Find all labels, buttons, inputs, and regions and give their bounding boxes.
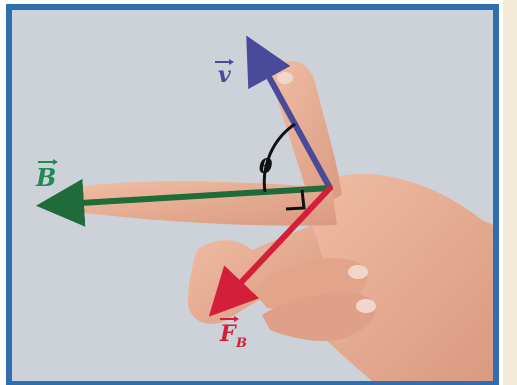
figure-frame: v B θ F B: [6, 4, 499, 385]
velocity-label: v: [215, 59, 234, 88]
magnetic-field-label-text: B: [35, 163, 56, 192]
magnetic-field-label: B: [35, 159, 58, 192]
background-strip: [503, 0, 517, 385]
theta-label: θ: [259, 154, 273, 178]
right-hand-rule-diagram: v B θ F B: [12, 10, 493, 381]
force-label-subscript: B: [235, 336, 247, 351]
hand-illustration: [64, 61, 493, 381]
force-label-text: F: [219, 321, 237, 347]
force-label: F B: [219, 316, 247, 351]
velocity-label-text: v: [218, 62, 231, 88]
